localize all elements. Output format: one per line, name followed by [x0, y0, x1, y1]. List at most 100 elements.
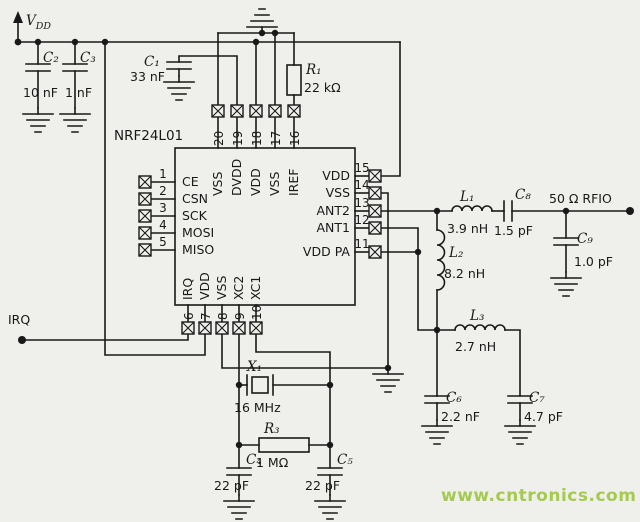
pin-name: SCK	[182, 208, 208, 223]
pad-icon	[368, 169, 382, 183]
pin-name: VSS	[210, 172, 225, 196]
pad-icon	[368, 245, 382, 259]
ground-icon	[372, 367, 404, 393]
pin-name: VSS	[326, 185, 350, 200]
component-ref: C₅	[337, 452, 353, 468]
junction-dot	[14, 38, 22, 46]
rfio-terminal-dot	[626, 207, 634, 215]
pin-name: IREF	[286, 169, 301, 196]
component-ref: C₄	[246, 452, 262, 468]
inductor-l3: L₃ 2.7 nH	[454, 308, 506, 354]
component-value: 2.7 nH	[455, 339, 496, 354]
pin-number: 10	[250, 305, 264, 320]
rfio-net-label: 50 Ω RFIO	[549, 191, 612, 206]
ground-icon-flipped	[246, 8, 278, 34]
junction-dot	[258, 29, 266, 37]
chip-pin-right-12: 12 ANT1	[317, 213, 382, 235]
resistor-r3: R₃ 1 MΩ	[256, 421, 310, 470]
vdd-arrow-icon	[13, 11, 23, 23]
resistor-r1: R₁ 22 kΩ	[286, 62, 341, 96]
pad-icon	[368, 186, 382, 200]
component-value: 22 pF	[214, 478, 249, 493]
capacitor-c3: C₃ 1 nF	[62, 50, 96, 100]
inductor-l2: L₂ 8.2 nH	[436, 229, 485, 291]
pin-name: ANT1	[317, 220, 351, 235]
pad-icon	[230, 104, 244, 118]
component-value: 3.9 nH	[447, 221, 488, 236]
pad-icon	[138, 243, 152, 257]
nrf24l01-chip: NRF24L01 1 CE 2 CSN 3 SCK 4 MOSI	[114, 104, 382, 335]
pin-name: DVDD	[229, 159, 244, 196]
irq-terminal-dot	[18, 336, 26, 344]
junction-dot	[235, 441, 243, 449]
chip-pin-top-16: 16 IREF	[286, 104, 302, 196]
pad-icon	[138, 226, 152, 240]
chip-pin-left-1: 1 CE	[138, 167, 199, 189]
pad-icon	[368, 204, 382, 218]
wires	[17, 21, 631, 496]
ground-icon	[59, 107, 91, 133]
pad-icon	[138, 192, 152, 206]
component-ref: L₂	[448, 245, 463, 261]
chip-body	[174, 147, 356, 306]
wire-pin15-to-rail	[380, 41, 401, 177]
pin-number: 19	[231, 131, 245, 146]
junction-dot	[271, 29, 279, 37]
pad-icon	[198, 321, 212, 335]
chip-pin-top-19: 19 DVDD	[229, 104, 245, 196]
pin-number: 18	[250, 131, 264, 146]
chip-pin-left-4: 4 MOSI	[138, 218, 214, 240]
capacitor-icon	[25, 63, 51, 72]
capacitor-icon	[553, 237, 579, 246]
pin-name: VDD	[322, 168, 350, 183]
chip-pin-right-14: 14 VSS	[326, 178, 382, 200]
capacitor-c2: C₂ 10 nF	[23, 50, 59, 100]
capacitor-c7: C₇ 4.7 pF	[507, 390, 563, 424]
chip-pin-right-13: 13 ANT2	[317, 196, 382, 218]
junction-dot	[562, 207, 570, 215]
component-value: 10 nF	[23, 85, 58, 100]
capacitor-icon	[166, 61, 192, 70]
component-ref: C₆	[446, 390, 462, 406]
wire-dvdd-to-c1	[178, 55, 238, 106]
pad-icon	[215, 321, 229, 335]
junction-dot	[414, 248, 422, 256]
component-value: 1 MΩ	[256, 455, 289, 470]
pin-number: 17	[269, 131, 283, 146]
component-value: 33 nF	[130, 69, 165, 84]
wire-pin14-to-gnd	[380, 192, 389, 369]
capacitor-c1: C₁ 33 nF	[130, 54, 192, 84]
component-value: 1 nF	[65, 85, 92, 100]
pin-name: VDD	[197, 272, 212, 300]
chip-pin-top-20: 20 VSS	[210, 104, 226, 196]
vdd-label: VDD	[26, 13, 51, 32]
pin-name: IRQ	[180, 278, 195, 300]
chip-pin-left-3: 3 SCK	[138, 201, 208, 223]
component-ref: C₇	[529, 390, 545, 406]
ground-symbols	[22, 8, 582, 520]
pin-name: CE	[182, 174, 199, 189]
crystal-plates	[246, 374, 274, 396]
vdd-terminal: VDD	[13, 11, 51, 32]
pad-icon	[249, 104, 263, 118]
capacitor-c4: C₄ 22 pF	[214, 452, 262, 493]
pad-icon	[232, 321, 246, 335]
pin-name: XC2	[231, 276, 246, 300]
component-value: 1.0 pF	[574, 254, 613, 269]
wire-pin6-to-irq	[21, 333, 189, 341]
pin-number: 20	[212, 131, 226, 146]
junction-dot	[235, 381, 243, 389]
pin-name: VDD PA	[303, 244, 351, 259]
capacitor-c9: C₉ 1.0 pF	[553, 231, 613, 269]
component-ref: C₁	[144, 54, 160, 70]
pin-number: 15	[354, 161, 369, 175]
pin-name: XC1	[248, 276, 263, 300]
pad-icon	[287, 104, 301, 118]
ground-icon	[314, 494, 346, 520]
component-value: 8.2 nH	[444, 266, 485, 281]
irq-net-label: IRQ	[8, 312, 30, 327]
wire-pin10-column	[255, 333, 331, 469]
pad-icon	[368, 221, 382, 235]
vdd-label-sub: DD	[35, 21, 52, 32]
pin-name: CSN	[182, 191, 208, 206]
